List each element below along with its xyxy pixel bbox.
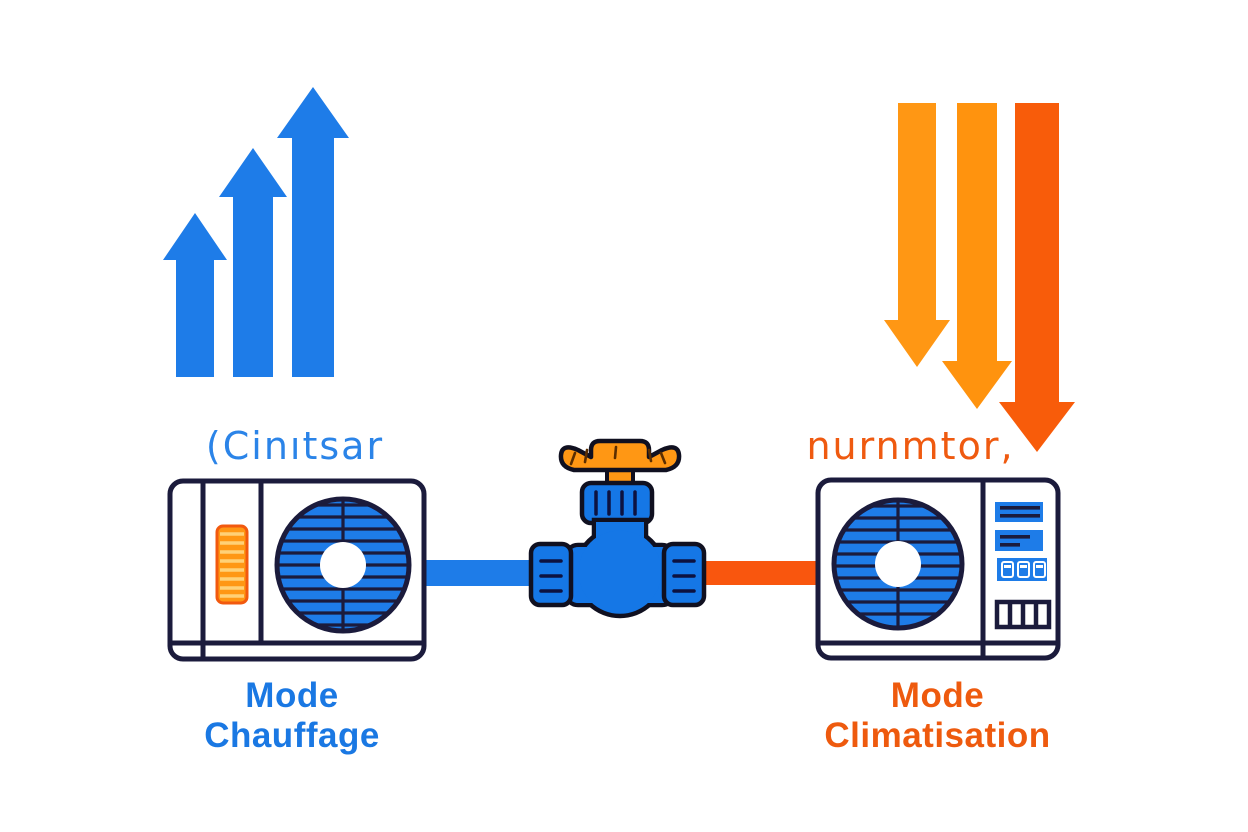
heat-pump-unit-cooling — [815, 477, 1061, 661]
right-caption: nurnmtor, — [806, 424, 1015, 468]
left-fan-icon — [274, 496, 412, 634]
right-mode-line1: Mode — [890, 676, 985, 715]
heat-pump-unit-heating — [167, 478, 427, 662]
up-arrow-tall — [277, 87, 349, 377]
up-arrow-medium — [219, 148, 287, 377]
control-panel — [994, 502, 1052, 630]
vent-grille-icon — [994, 599, 1052, 630]
panel-display-1 — [995, 502, 1043, 522]
panel-display-2 — [995, 530, 1043, 551]
down-arrow-long — [999, 103, 1075, 452]
right-mode-line2: Climatisation — [824, 716, 1051, 755]
left-mode-label: Mode Chauffage — [158, 676, 426, 756]
right-fan-icon — [831, 497, 965, 631]
left-caption: (Cinıtsar — [205, 424, 385, 468]
down-arrow-short — [884, 103, 950, 367]
left-mode-line2: Chauffage — [204, 716, 380, 755]
left-mode-line1: Mode — [245, 676, 339, 715]
right-mode-label: Mode Climatisation — [800, 676, 1075, 756]
down-arrow-medium — [942, 103, 1012, 409]
up-arrows-group — [163, 87, 349, 377]
up-arrow-short — [163, 213, 227, 377]
switch-valve-icon — [528, 438, 707, 619]
heater-grille-icon — [215, 524, 249, 605]
down-arrows-group — [884, 103, 1075, 452]
panel-buttons — [997, 558, 1047, 581]
